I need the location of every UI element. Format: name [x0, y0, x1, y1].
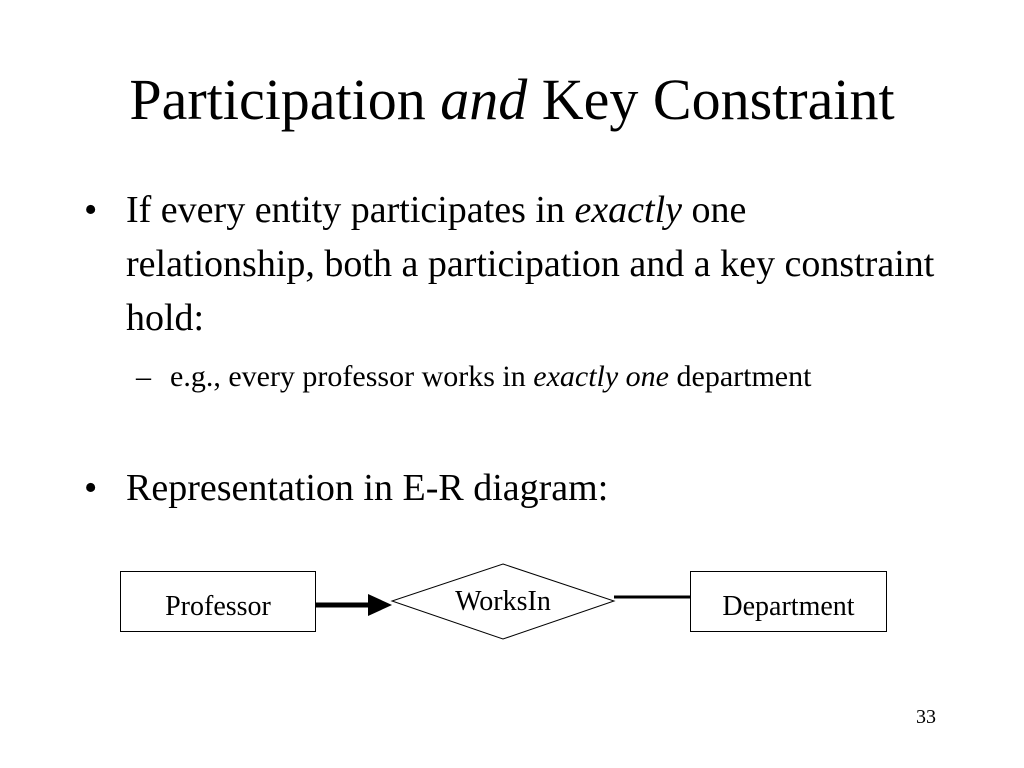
bullet-representation: • Representation in E-R diagram:	[84, 461, 944, 515]
bullet-marker: •	[84, 189, 98, 231]
entity-professor: Professor	[120, 571, 316, 632]
sub-bullet-emphasis: exactly one	[533, 360, 669, 393]
bullet-participation: • If every entity participates in exactl…	[84, 183, 944, 345]
page-number: 33	[916, 706, 936, 728]
title-part-3: Key Constraint	[527, 67, 895, 132]
relationship-label: WorksIn	[455, 586, 551, 617]
title-part-1: Participation	[129, 67, 441, 132]
bullet-text-part-3: one relationship, both a participation a…	[126, 189, 935, 339]
entity-department: Department	[690, 571, 887, 632]
sub-bullet-marker: –	[136, 360, 151, 393]
entity-professor-label: Professor	[165, 590, 271, 622]
bullet-emphasis: exactly	[574, 189, 683, 231]
slide-title: Participation and Key Constraint	[0, 62, 1024, 138]
sub-bullet-example: – e.g., every professor works in exactly…	[136, 355, 896, 399]
entity-department-label: Department	[722, 590, 855, 622]
sub-bullet-part-3: department	[669, 360, 812, 393]
bullet-text-part-1: If every entity participates in	[126, 189, 575, 231]
bullet-text: Representation in E-R diagram:	[126, 467, 609, 509]
title-emphasis: and	[440, 67, 528, 132]
arrow-head	[368, 594, 392, 616]
sub-bullet-part-1: e.g., every professor works in	[170, 360, 534, 393]
bullet-text: If every entity participates in exactly …	[126, 183, 944, 345]
sub-bullet-text: e.g., every professor works in exactly o…	[170, 355, 896, 399]
bullet-marker: •	[84, 467, 98, 509]
